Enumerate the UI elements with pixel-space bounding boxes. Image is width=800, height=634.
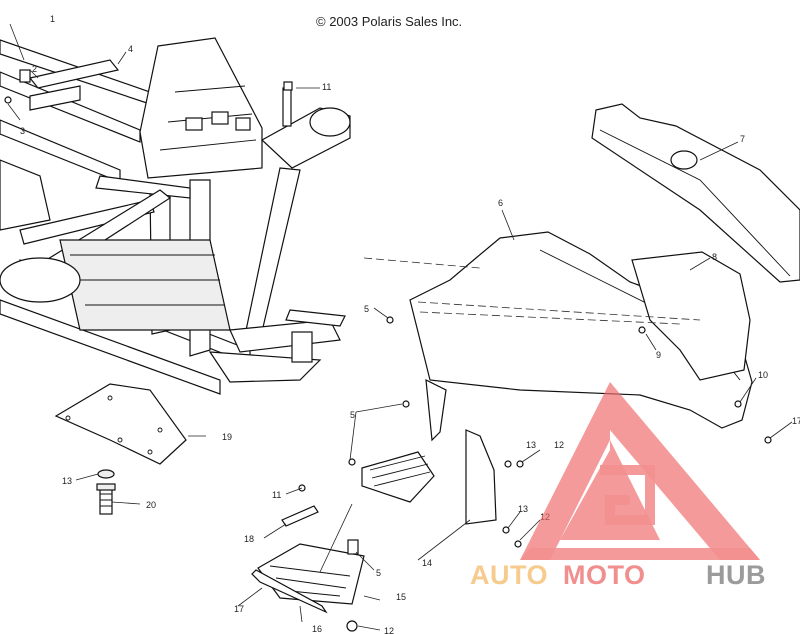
callout-12-c: 12	[384, 626, 394, 634]
callout-18: 18	[244, 534, 254, 544]
callout-20: 20	[146, 500, 156, 510]
callout-3: 3	[20, 126, 25, 136]
callout-9: 9	[656, 350, 661, 360]
callout-15: 15	[396, 592, 406, 602]
callout-numbers: 1 2 3 4 5 5 5 6 7 8 9 10 11 11 12 12 12 …	[20, 14, 800, 634]
callout-12-a: 12	[554, 440, 564, 450]
leader-lines	[7, 23, 793, 631]
callout-14: 14	[422, 558, 432, 568]
seat-cover	[591, 103, 800, 283]
callout-13-b: 13	[518, 504, 528, 514]
washer-and-bolt	[96, 469, 116, 515]
skid-plate	[54, 383, 187, 465]
callout-10: 10	[758, 370, 768, 380]
callout-5-upper: 5	[364, 304, 369, 314]
copyright-notice: © 2003 Polaris Sales Inc.	[316, 14, 463, 29]
callout-5-lower: 5	[376, 568, 381, 578]
fender-panel	[631, 251, 751, 381]
watermark-auto: AUTO	[470, 560, 548, 590]
footrest-upper	[361, 451, 435, 503]
callout-17-a: 17	[234, 604, 244, 614]
frame-assembly	[0, 37, 351, 395]
callout-2: 2	[32, 64, 37, 74]
callout-11-mid: 11	[272, 490, 281, 500]
callout-7: 7	[740, 134, 745, 144]
footrest-lower	[251, 543, 365, 614]
callout-1: 1	[50, 14, 55, 24]
bracket	[281, 505, 319, 527]
callout-5-mid: 5	[350, 410, 355, 420]
watermark-logo	[520, 382, 760, 560]
callout-8: 8	[712, 252, 717, 262]
callout-6: 6	[498, 198, 503, 208]
callout-17-b: 17	[792, 416, 800, 426]
callout-19: 19	[222, 432, 232, 442]
fasteners	[298, 316, 772, 632]
callout-16: 16	[312, 624, 322, 634]
callout-13-c: 13	[62, 476, 72, 486]
watermark-moto: MOTO	[563, 560, 646, 590]
mud-flap	[465, 429, 497, 525]
callout-4: 4	[128, 44, 133, 54]
watermark-text: AUTO MOTO HUB	[470, 560, 766, 590]
callout-11-top: 11	[322, 82, 331, 92]
callout-13-a: 13	[526, 440, 536, 450]
watermark-hub: HUB	[706, 560, 766, 590]
